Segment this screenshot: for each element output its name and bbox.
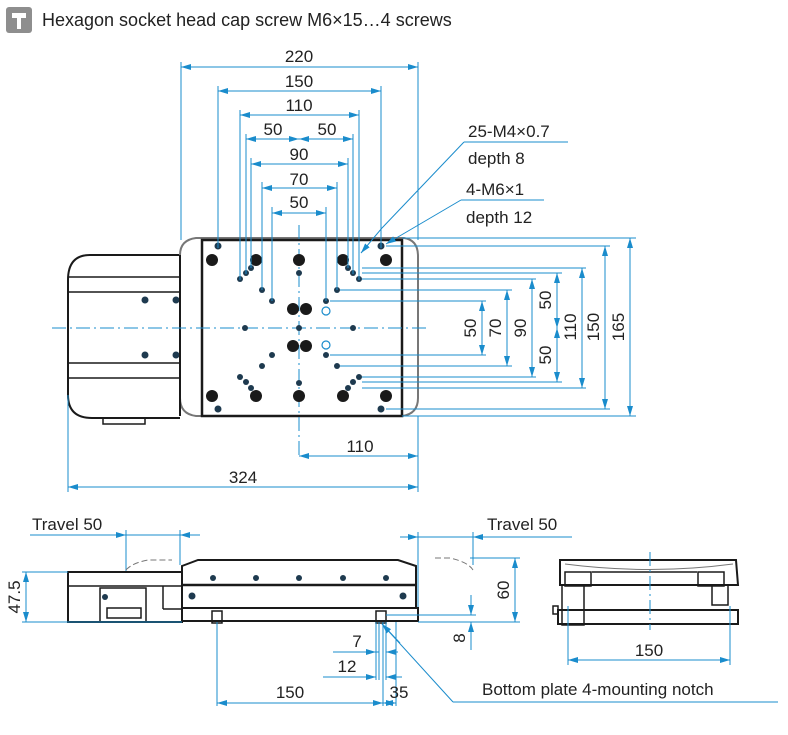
vertical-dimensions: 165 150 110 50 50 90 70 (330, 237, 636, 417)
dim-50-left: 50 (264, 120, 283, 139)
m6-thread-label: 4-M6×1 (466, 180, 524, 199)
dim-110-bottom: 110 (346, 437, 373, 456)
dim-7: 7 (352, 632, 361, 651)
dim-8: 8 (450, 633, 469, 642)
motor-housing (67, 254, 180, 425)
hex-socket-screw-icon (6, 7, 32, 33)
dim-60: 60 (494, 581, 513, 600)
bottom-dimensions: 110 324 (67, 395, 419, 492)
dim-50-lower: 50 (536, 346, 555, 365)
travel-right-label: Travel 50 (487, 515, 557, 534)
dim-50-vertical: 50 (461, 319, 480, 338)
dim-90-vertical: 90 (511, 319, 530, 338)
hole (141, 296, 149, 304)
side-view: Travel 50 Travel 50 47.5 (5, 515, 778, 706)
dim-165: 165 (609, 313, 628, 341)
dim-150-end: 150 (635, 641, 663, 660)
header: Hexagon socket head cap screw M6×15…4 sc… (6, 6, 452, 34)
dim-50-inner: 50 (290, 193, 309, 212)
dim-110: 110 (285, 96, 312, 115)
m4-depth-label: depth 8 (468, 149, 525, 168)
travel-left-label: Travel 50 (32, 515, 102, 534)
dim-35: 35 (390, 683, 409, 702)
hole (172, 296, 180, 304)
thread-callouts: 25-M4×0.7 depth 8 4-M6×1 depth 12 (360, 122, 568, 254)
dim-220: 220 (285, 47, 313, 66)
dim-110-vertical: 110 (561, 313, 580, 340)
dim-50-right: 50 (318, 120, 337, 139)
dim-12: 12 (338, 657, 357, 676)
dim-90: 90 (290, 145, 309, 164)
m6-holes (206, 254, 392, 402)
dim-70: 70 (290, 170, 309, 189)
notch-label: Bottom plate 4-mounting notch (482, 680, 714, 699)
horizontal-dimensions: 220 150 110 50 50 90 70 (180, 47, 419, 301)
dim-50-upper: 50 (536, 291, 555, 310)
hole (172, 351, 180, 359)
m4-thread-label: 25-M4×0.7 (468, 122, 550, 141)
m6-depth-label: depth 12 (466, 208, 532, 227)
dim-70-vertical: 70 (486, 319, 505, 338)
dim-150-side: 150 (276, 683, 304, 702)
dim-47-5: 47.5 (5, 580, 24, 613)
header-caption: Hexagon socket head cap screw M6×15…4 sc… (42, 9, 452, 30)
dim-150-vertical: 150 (584, 313, 603, 341)
end-view: 150 (552, 552, 740, 665)
dim-324: 324 (229, 468, 257, 487)
dim-150: 150 (285, 72, 313, 91)
top-view: 220 150 110 50 50 90 70 (52, 47, 636, 492)
hole (141, 351, 149, 359)
